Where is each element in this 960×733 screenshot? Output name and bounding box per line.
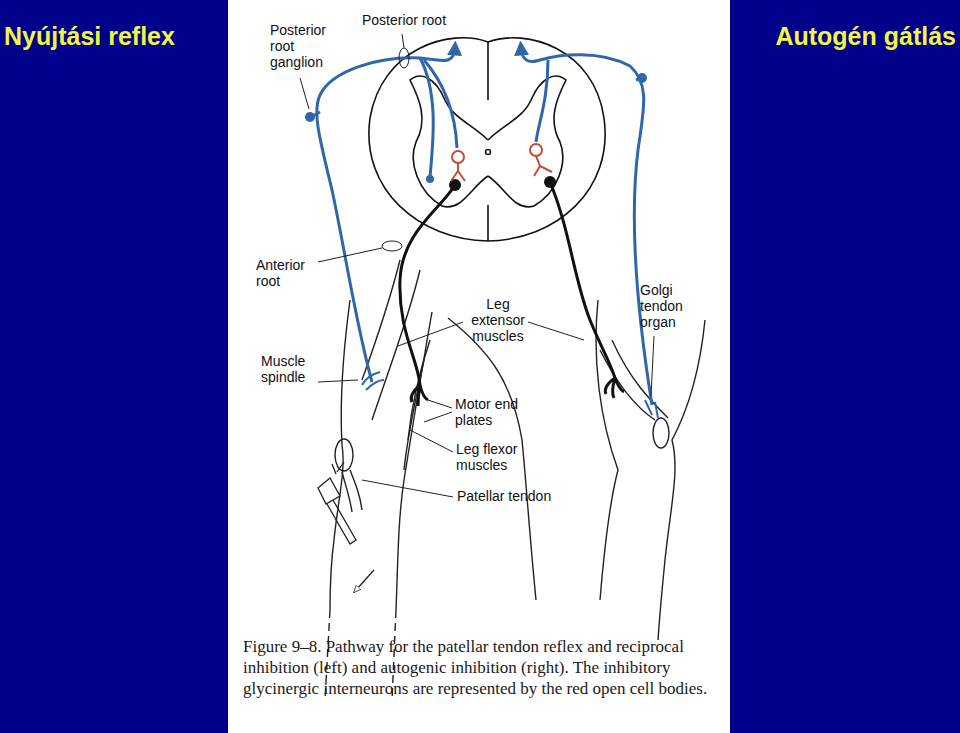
leg-outline — [325, 260, 705, 700]
slide-title: Nyújtási reflex — [4, 22, 175, 51]
figure-caption: Figure 9–8. Pathway for the patellar ten… — [243, 636, 715, 699]
part-label: Leg flexor muscles — [456, 441, 528, 473]
part-label: Posterior root ganglion — [270, 22, 342, 70]
motor-neuron — [449, 176, 556, 191]
part-label: Posterior root — [362, 12, 472, 28]
part-label: Muscle spindle — [261, 353, 319, 385]
part-label: Anterior root — [256, 257, 318, 289]
part-label: Motor end plates — [455, 396, 527, 428]
spinal-cord — [369, 38, 605, 241]
motor-axon — [400, 182, 624, 406]
part-label: Patellar tendon — [457, 488, 577, 504]
ganglion-dot — [305, 73, 647, 183]
inhibitory-interneuron — [451, 144, 552, 181]
reflex-hammer — [318, 462, 374, 590]
leader-line — [300, 34, 654, 497]
white-panel — [228, 0, 730, 733]
part-label: Leg extensor muscles — [463, 296, 533, 344]
afferent-nerve — [311, 48, 652, 405]
part-label: Golgi tendon organ — [640, 282, 698, 330]
slide-title: Autogén gátlás — [775, 22, 956, 51]
